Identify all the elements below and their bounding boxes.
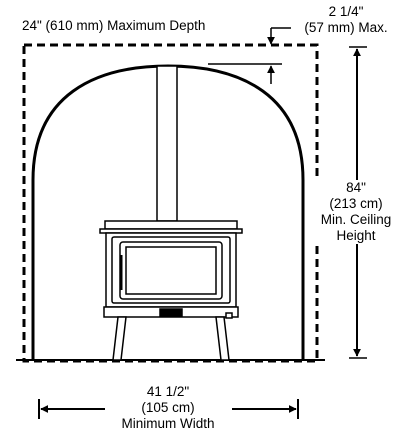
wood-stove xyxy=(99,220,243,361)
width-caption: Minimum Width xyxy=(121,416,215,431)
clearance-label: 2 1/4" (57 mm) Max. xyxy=(292,4,400,36)
height-metric: (213 cm) xyxy=(329,196,383,211)
clearance-metric: (57 mm) Max. xyxy=(304,20,388,35)
height-label: 84" (213 cm) Min. Ceiling Height xyxy=(310,180,401,244)
chimney-pipe xyxy=(156,65,178,222)
height-label-line2: Height xyxy=(336,228,376,243)
width-label: 41 1/2" (105 cm) Minimum Width xyxy=(108,384,228,432)
depth-label: 24" (610 mm) Maximum Depth xyxy=(22,18,206,33)
clearance-value: 2 1/4" xyxy=(328,4,364,19)
height-label-line1: Min. Ceiling xyxy=(320,212,392,227)
width-value: 41 1/2" xyxy=(146,384,190,399)
width-metric: (105 cm) xyxy=(141,400,195,415)
height-value: 84" xyxy=(346,180,366,195)
